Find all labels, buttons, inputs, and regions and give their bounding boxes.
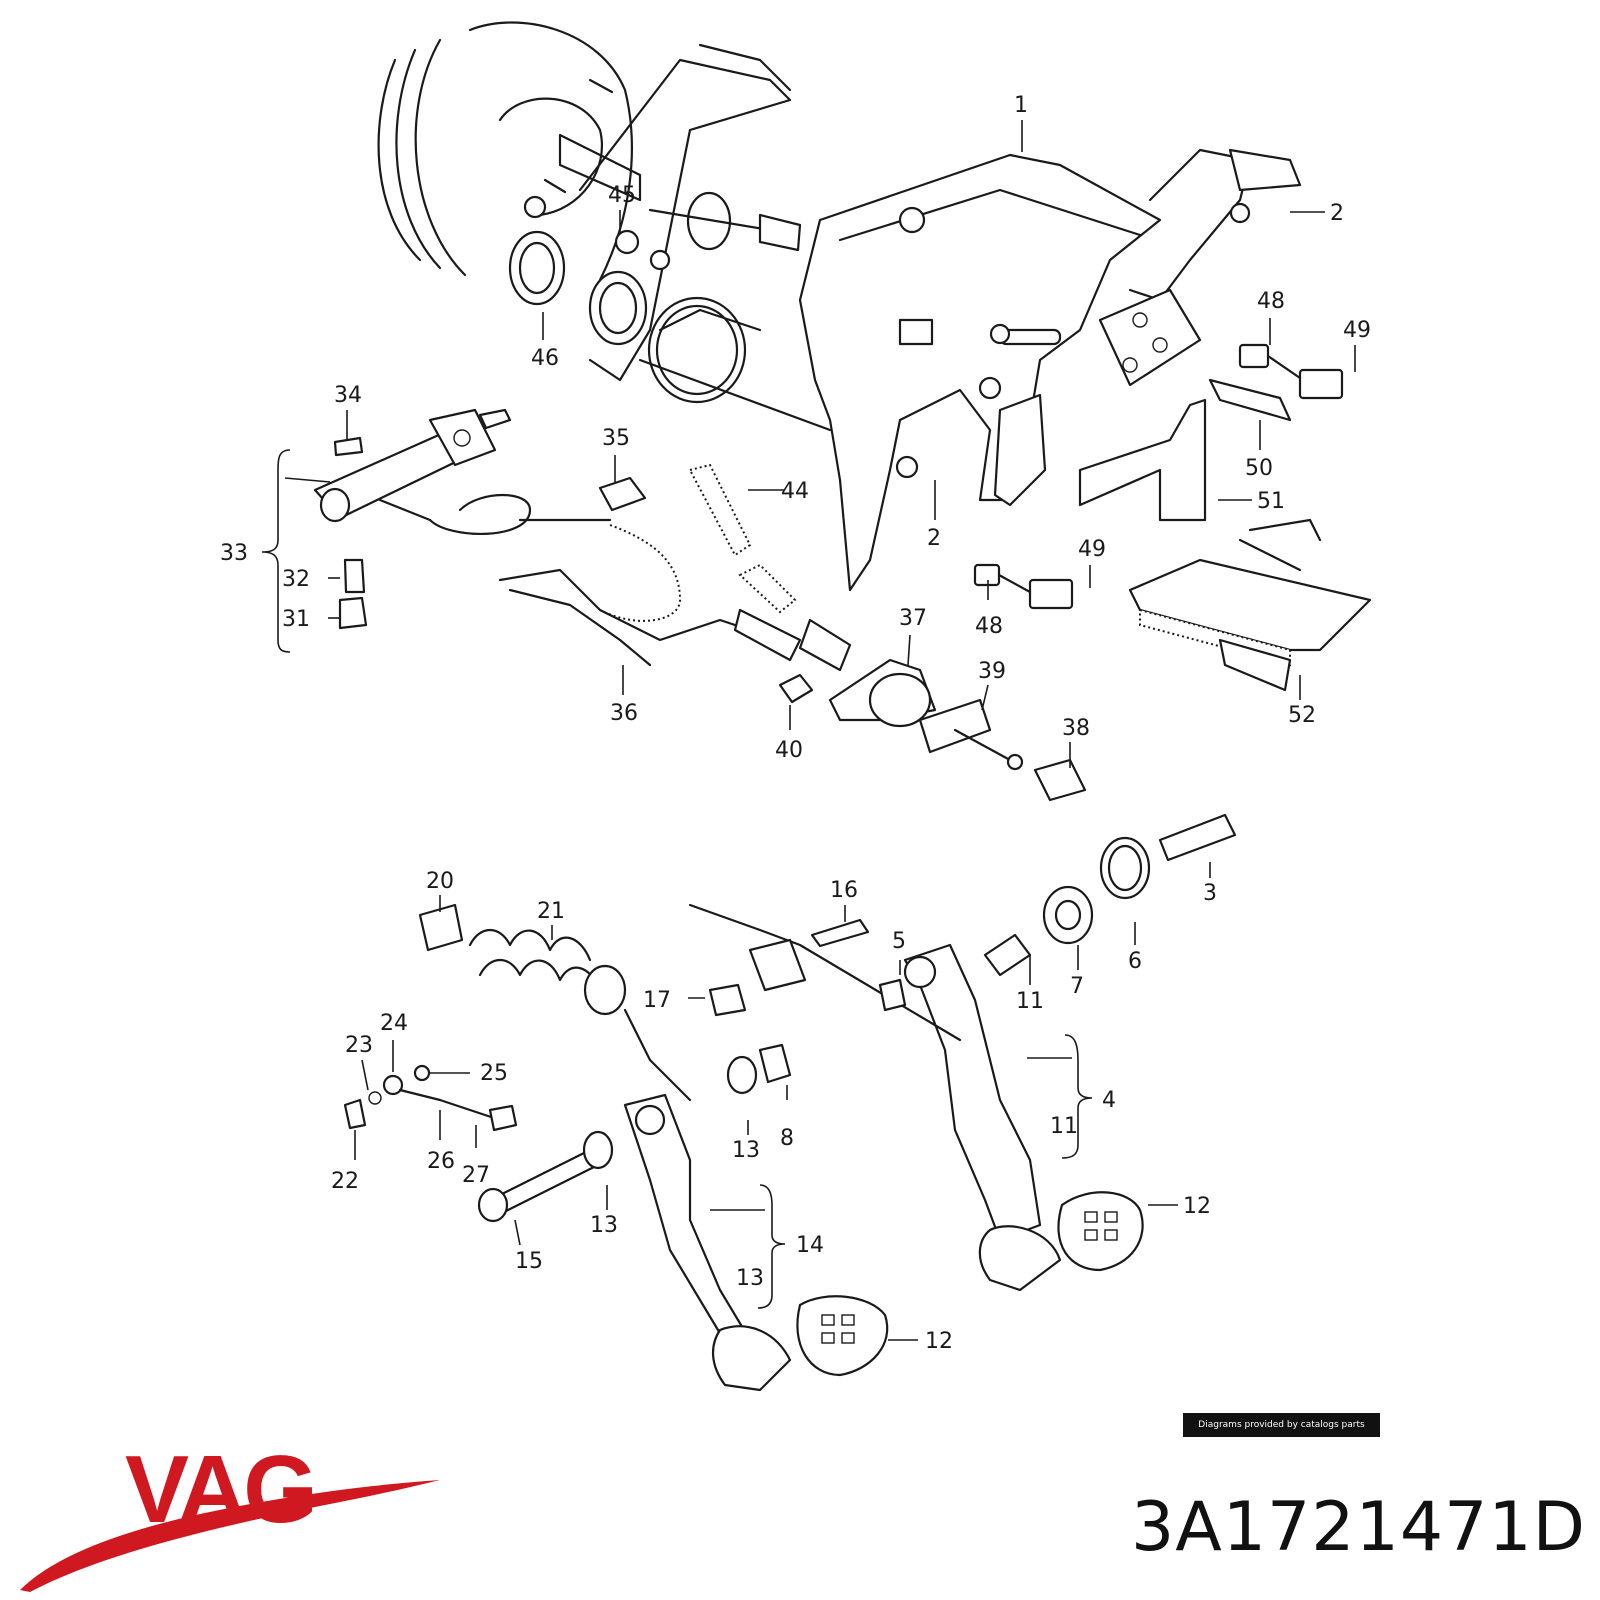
callout-36: 36 [610,701,638,726]
callout-14: 14 [796,1233,824,1258]
callout-48: 48 [1257,289,1285,314]
clutch-slave-cylinder [313,408,512,630]
callout-40: 40 [775,738,803,763]
bracket-51 [1078,398,1207,522]
callout-31: 31 [282,607,310,632]
callout-8: 8 [780,1126,794,1151]
hose-44 [688,463,797,614]
callout-17: 17 [643,988,671,1013]
panel-52 [1128,518,1372,692]
callout-50: 50 [1245,456,1273,481]
callout-33: 33 [220,541,248,566]
callout-39: 39 [978,659,1006,684]
over-center-spring [418,903,692,1102]
callout-38: 38 [1062,716,1090,741]
brake-pedal [903,943,1144,1292]
switch-parts-22-27 [343,1064,518,1132]
callout-2: 2 [1330,201,1344,226]
callout-23: 23 [345,1033,373,1058]
callout-46: 46 [531,346,559,371]
callout-45: 45 [608,183,636,208]
callout-51: 51 [1257,489,1285,514]
callout-12: 12 [1183,1194,1211,1219]
vag-logo: VAG [20,1440,440,1592]
callout-48: 48 [975,614,1003,639]
callout-16: 16 [830,878,858,903]
callout-11: 11 [1050,1114,1078,1139]
brake-booster [377,21,642,282]
part-number: 3A1721471D [1131,1488,1586,1567]
callout-49: 49 [1343,318,1371,343]
callout-2: 2 [927,526,941,551]
firewall-panel [578,43,792,382]
leader-lines [261,120,1356,1341]
callout-4: 4 [1102,1088,1116,1113]
callout-7: 7 [1070,974,1084,999]
callout-1: 1 [1014,93,1028,118]
callout-22: 22 [331,1169,359,1194]
bracket-35 [598,476,647,512]
callout-35: 35 [602,426,630,451]
callout-26: 26 [427,1149,455,1174]
callout-13: 13 [590,1213,618,1238]
callout-24: 24 [380,1011,408,1036]
callout-52: 52 [1288,703,1316,728]
pedal-bracket [638,148,1302,592]
callout-6: 6 [1128,949,1142,974]
callout-37: 37 [899,606,927,631]
callout-27: 27 [462,1163,490,1188]
seal-rings [508,191,802,404]
clutch-pedal [623,1093,889,1392]
callout-20: 20 [426,869,454,894]
callout-11: 11 [1016,989,1044,1014]
pivot-shaft-and-bushings [477,813,1237,1223]
callout-labels: 1 2 2 3 4 5 6 7 8 11 11 12 12 13 13 13 1… [220,93,1371,1354]
switch-parts-48-49-50 [973,343,1344,610]
brand-wordmark: VAG [125,1440,314,1543]
callout-44: 44 [781,479,809,504]
callout-49: 49 [1078,537,1106,562]
callout-32: 32 [282,567,310,592]
clutch-master-cylinder [778,658,1087,802]
catalog-credit-badge: Diagrams provided by catalogs parts [1183,1413,1380,1437]
callout-5: 5 [892,929,906,954]
callout-34: 34 [334,383,362,408]
hydraulic-lines [378,493,852,672]
callout-21: 21 [537,899,565,924]
callout-12: 12 [925,1329,953,1354]
callout-13: 13 [736,1266,764,1291]
callout-25: 25 [480,1061,508,1086]
callout-13: 13 [732,1138,760,1163]
callout-15: 15 [515,1249,543,1274]
callout-3: 3 [1203,881,1217,906]
